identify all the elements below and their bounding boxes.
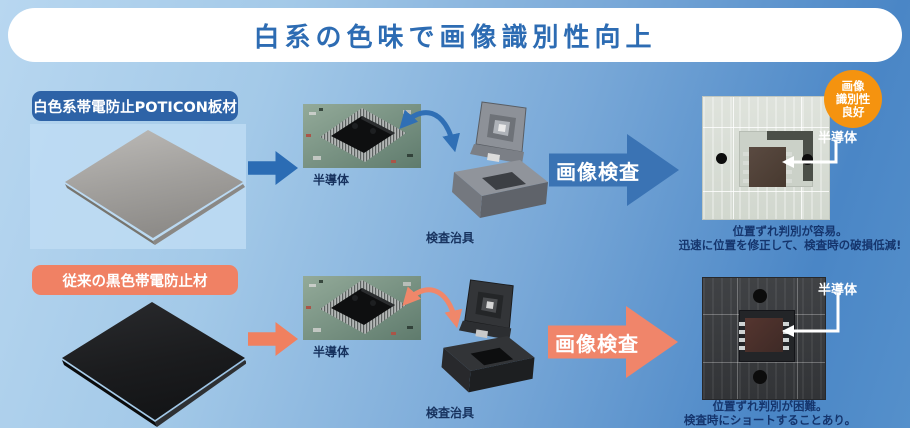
page-title: 白系の色味で画像識別性向上 — [253, 22, 657, 53]
result-caption: 位置ずれ判別が容易。 迅速に位置を修正して、検査時の破損低減! — [665, 224, 910, 252]
curved-double-arrow-icon-blue — [399, 109, 461, 153]
inspection-result-photo-black — [702, 277, 826, 400]
caption-line-1: 位置ずれ判別が容易。 — [732, 224, 848, 238]
white-plate-image — [65, 130, 245, 245]
inspection-arrow-blue: 画像検査 — [549, 134, 679, 206]
chip-label: 半導体 — [313, 173, 350, 187]
test-jig-illustration — [452, 101, 548, 218]
chip-label: 半導体 — [313, 345, 350, 359]
callout-arrow-icon-white — [782, 140, 838, 168]
caption-line-2: 検査時にショートすることあり。 — [683, 413, 857, 427]
caption-line-2: 迅速に位置を修正して、検査時の破損低減! — [678, 238, 902, 252]
chip-in-socket — [745, 318, 783, 352]
material-label-black-text: 従来の黒色帯電防止材 — [62, 273, 208, 290]
semiconductor-photo — [303, 276, 421, 340]
inspection-arrow-label: 画像検査 — [556, 159, 640, 184]
result-caption: 位置ずれ判別が困難。 検査時にショートすることあり。 — [645, 399, 895, 427]
badge-line-1: 画像 — [841, 78, 865, 93]
inspection-arrow-label: 画像検査 — [555, 331, 639, 356]
caption-line-1: 位置ずれ判別が困難。 — [712, 399, 828, 413]
jig-label: 検査治具 — [425, 231, 474, 245]
material-label-black: 従来の黒色帯電防止材 — [32, 265, 238, 295]
black-plate-image — [62, 302, 246, 427]
chip-in-socket — [749, 147, 786, 187]
inspection-arrow-orange: 画像検査 — [548, 306, 678, 378]
right-arrow-icon-blue — [248, 151, 298, 185]
recognition-badge: 画像 識別性 良好 — [824, 70, 882, 128]
title-banner: 白系の色味で画像識別性向上 — [8, 8, 902, 62]
badge-line-3: 良好 — [841, 104, 865, 119]
material-label-white: 白色系帯電防止POTICON板材 — [32, 91, 238, 121]
socket-bracket-top — [767, 131, 813, 140]
jig-label: 検査治具 — [425, 406, 474, 420]
semiconductor-photo — [303, 104, 421, 168]
badge-line-2: 識別性 — [835, 91, 871, 106]
inspection-result-photo-white — [702, 96, 830, 220]
result-chip-label: 半導体 — [818, 283, 858, 298]
test-jig-illustration — [441, 279, 535, 393]
material-label-white-text: 白色系帯電防止POTICON板材 — [33, 99, 237, 116]
result-chip-label: 半導体 — [818, 131, 858, 146]
right-arrow-icon-orange — [248, 322, 298, 356]
curved-double-arrow-icon-orange — [402, 286, 463, 329]
callout-arrow-icon-white — [782, 293, 840, 337]
